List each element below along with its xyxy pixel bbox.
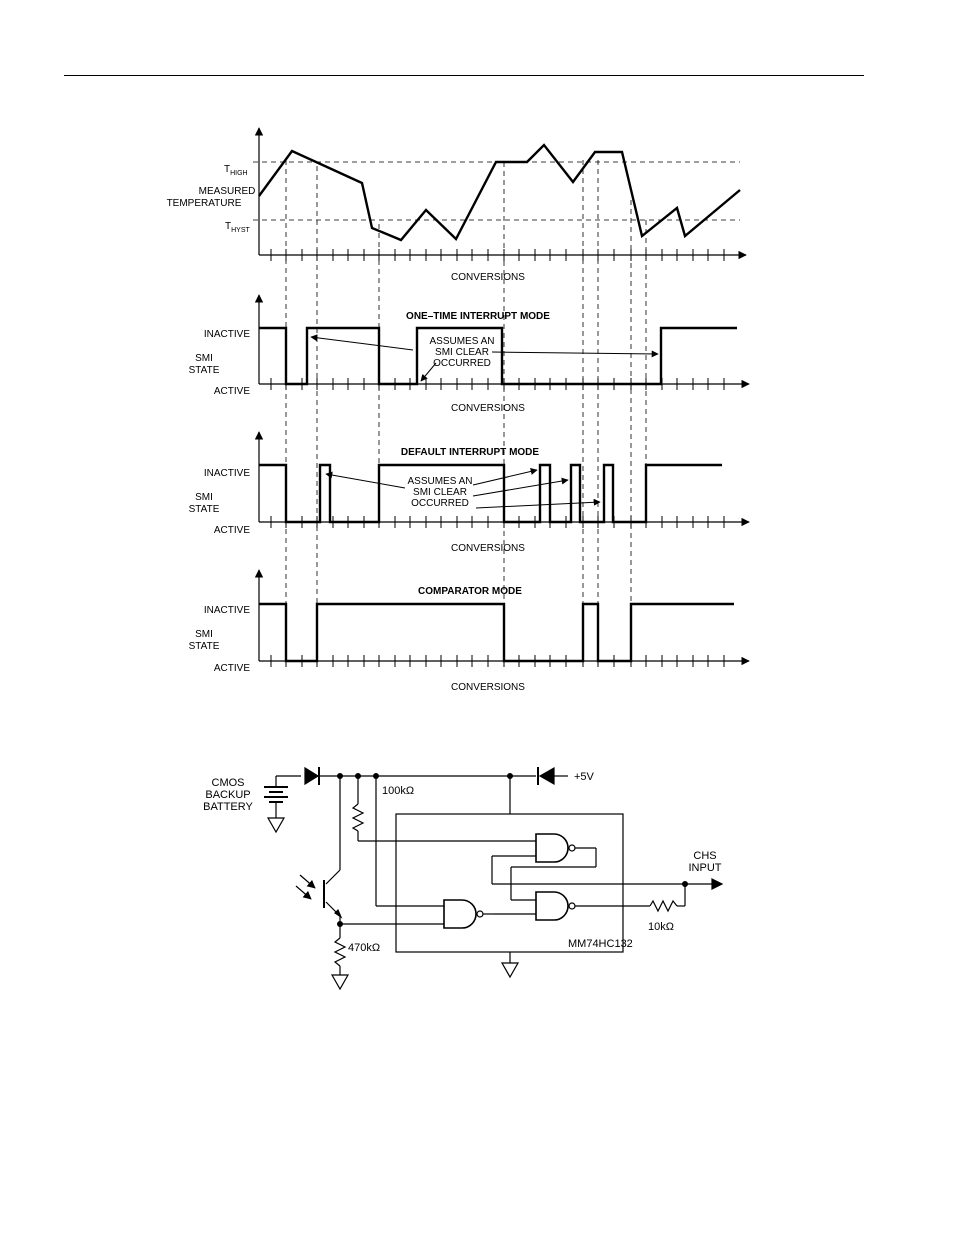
circuit-schematic [264, 766, 724, 991]
battery-label-1: CMOS [212, 777, 245, 789]
one-time-note-2: SMI CLEAR [435, 347, 489, 358]
default-panel [254, 431, 750, 528]
resistor-100k [351, 803, 365, 832]
circuit-labels: CMOS BACKUP BATTERY +5V 100kΩ 470kΩ 10kΩ… [203, 771, 722, 954]
comparator-title: COMPARATOR MODE [418, 586, 522, 597]
temp-ylabel-1: MEASURED [199, 186, 256, 197]
default-note-1: ASSUMES AN [407, 476, 472, 487]
one-time-note-arrows [310, 334, 659, 382]
temp-ylabel-2: TEMPERATURE [167, 198, 242, 209]
comparator-xlabel: CONVERSIONS [451, 682, 525, 693]
temperature-trace [258, 143, 741, 242]
ic-package [395, 813, 624, 953]
comparator-smi-trace [259, 602, 734, 663]
default-state-1: SMI [195, 492, 213, 503]
comparator-panel [254, 569, 750, 667]
supply-label: +5V [574, 771, 595, 783]
supply-diode [537, 766, 568, 786]
t-high-label: THIGH [224, 164, 248, 177]
timing-diagram [253, 127, 750, 667]
ground-icon [330, 974, 350, 991]
comparator-state-2: STATE [189, 641, 220, 652]
one-time-state-1: SMI [195, 353, 213, 364]
default-smi-trace [259, 463, 722, 524]
nand-gate-top [491, 833, 597, 901]
output-label-2: INPUT [689, 862, 722, 874]
one-time-smi-trace [259, 326, 737, 386]
default-note-3: OCCURRED [411, 498, 469, 509]
ic-name-label: MM74HC132 [568, 938, 633, 950]
nand-gate-right [494, 891, 650, 921]
resistor-10k [649, 899, 678, 913]
one-time-note-3: OCCURRED [433, 358, 491, 369]
comparator-inactive: INACTIVE [204, 605, 250, 616]
one-time-state-2: STATE [189, 365, 220, 376]
default-title: DEFAULT INTERRUPT MODE [401, 447, 539, 458]
comparator-active: ACTIVE [214, 663, 250, 674]
output-arrow-icon [711, 878, 724, 890]
one-time-note-1: ASSUMES AN [429, 336, 494, 347]
resistor-470k [333, 937, 347, 967]
one-time-inactive: INACTIVE [204, 329, 250, 340]
timing-labels: THIGH MEASURED TEMPERATURE THYST CONVERS… [167, 164, 551, 693]
phototransistor [295, 776, 343, 924]
battery-label-2: BACKUP [205, 789, 250, 801]
temperature-panel [253, 127, 747, 261]
default-note-arrows [325, 468, 601, 509]
default-inactive: INACTIVE [204, 468, 250, 479]
r-pullup-label: 100kΩ [382, 785, 414, 797]
output-label-1: CHS [693, 850, 716, 862]
page-header-rule [64, 75, 864, 76]
temp-xlabel: CONVERSIONS [451, 272, 525, 283]
default-xlabel: CONVERSIONS [451, 543, 525, 554]
light-arrows-icon [295, 874, 316, 900]
one-time-xlabel: CONVERSIONS [451, 403, 525, 414]
t-hyst-label: THYST [225, 221, 251, 234]
one-time-active: ACTIVE [214, 386, 250, 397]
default-state-2: STATE [189, 504, 220, 515]
default-active: ACTIVE [214, 525, 250, 536]
backup-diode [304, 766, 320, 786]
battery-label-3: BATTERY [203, 801, 253, 813]
one-time-title: ONE–TIME INTERRUPT MODE [406, 311, 550, 322]
r-out-label: 10kΩ [648, 921, 674, 933]
default-note-2: SMI CLEAR [413, 487, 467, 498]
nand-gate-left [340, 899, 494, 929]
ground-icon [266, 817, 286, 834]
battery-symbol [264, 775, 301, 834]
r-photo-label: 470kΩ [348, 942, 380, 954]
one-time-panel [254, 294, 750, 390]
comparator-state-1: SMI [195, 629, 213, 640]
temp-ticks [270, 249, 725, 261]
ground-icon [500, 962, 520, 979]
